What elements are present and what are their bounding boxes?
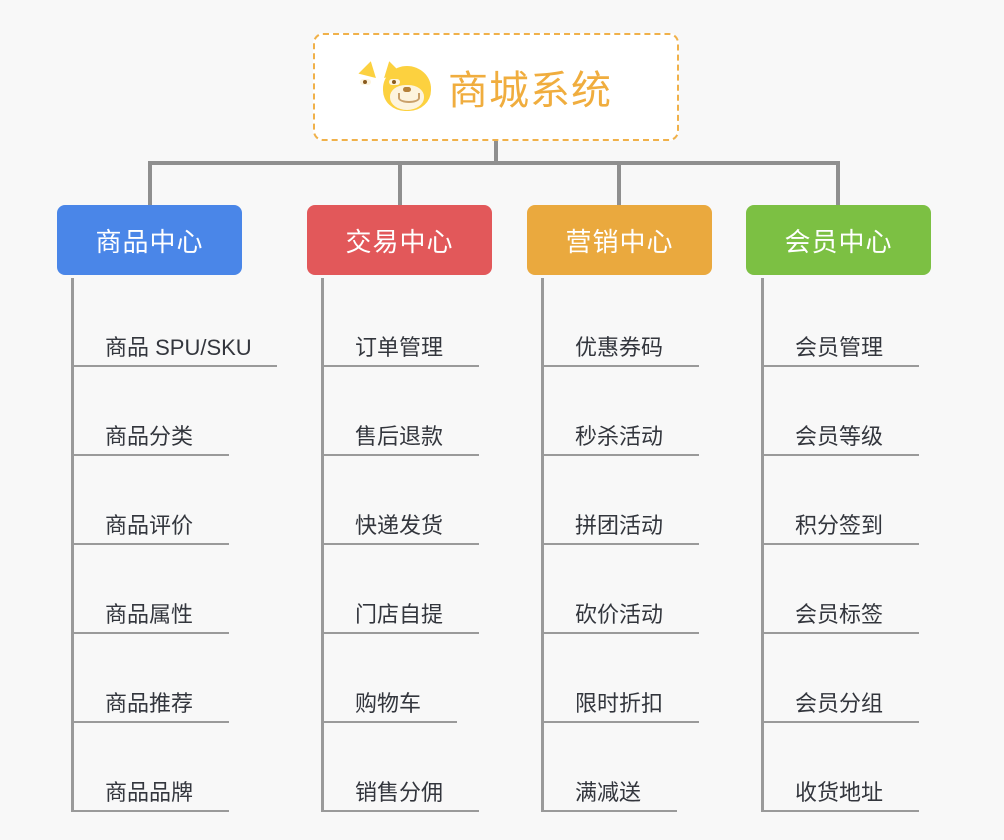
list-item[interactable]: 秒杀活动 xyxy=(541,367,721,456)
category-label: 会员中心 xyxy=(784,226,893,257)
branch-column-trade: 订单管理 售后退款 快递发货 门店自提 购物车 销售分佣 xyxy=(321,278,501,812)
list-item-label: 商品分类 xyxy=(105,423,194,449)
list-item-label: 门店自提 xyxy=(355,601,444,627)
category-label: 营销中心 xyxy=(565,226,674,257)
list-item-label: 满减送 xyxy=(575,779,642,805)
branch-trunk xyxy=(321,278,324,812)
branch-column-marketing: 优惠券码 秒杀活动 拼团活动 砍价活动 限时折扣 满减送 xyxy=(541,278,721,812)
list-item-label: 售后退款 xyxy=(355,423,444,449)
list-item[interactable]: 会员分组 xyxy=(761,634,941,723)
leaf-underline xyxy=(321,543,479,545)
list-item-label: 积分签到 xyxy=(795,512,884,538)
list-item[interactable]: 商品分类 xyxy=(71,367,281,456)
list-item-label: 商品品牌 xyxy=(105,779,194,805)
leaf-underline xyxy=(761,810,919,812)
list-item[interactable]: 限时折扣 xyxy=(541,634,721,723)
leaf-underline xyxy=(541,365,699,367)
list-item[interactable]: 订单管理 xyxy=(321,278,501,367)
list-item-label: 会员分组 xyxy=(795,690,884,716)
list-item-label: 商品推荐 xyxy=(105,690,194,716)
root-title: 商城系统 xyxy=(448,69,612,113)
list-item[interactable]: 购物车 xyxy=(321,634,501,723)
list-item-label: 购物车 xyxy=(355,690,422,716)
list-item-label: 限时折扣 xyxy=(575,690,664,716)
leaf-underline xyxy=(761,632,919,634)
branch-trunk xyxy=(541,278,544,812)
category-label: 交易中心 xyxy=(345,226,454,257)
list-item[interactable]: 优惠券码 xyxy=(541,278,721,367)
list-item[interactable]: 商品 SPU/SKU xyxy=(71,278,281,367)
list-item-label: 销售分佣 xyxy=(355,779,444,805)
branch-column-member: 会员管理 会员等级 积分签到 会员标签 会员分组 收货地址 xyxy=(761,278,941,812)
list-item-label: 会员等级 xyxy=(795,423,884,449)
category-label: 商品中心 xyxy=(95,226,204,257)
list-item-label: 订单管理 xyxy=(355,334,444,360)
list-item[interactable]: 商品品牌 xyxy=(71,723,281,812)
list-item[interactable]: 门店自提 xyxy=(321,545,501,634)
leaf-underline xyxy=(321,632,479,634)
leaf-underline xyxy=(71,632,229,634)
root-node[interactable]: 商城系统 xyxy=(313,33,679,141)
list-item-label: 砍价活动 xyxy=(575,601,664,627)
leaf-underline xyxy=(541,632,699,634)
leaf-underline xyxy=(321,365,479,367)
list-item-label: 商品评价 xyxy=(105,512,194,538)
leaf-underline xyxy=(71,365,277,367)
category-box-member[interactable]: 会员中心 xyxy=(746,205,931,275)
list-item[interactable]: 商品推荐 xyxy=(71,634,281,723)
leaf-underline xyxy=(761,454,919,456)
category-box-product[interactable]: 商品中心 xyxy=(57,205,242,275)
list-item-label: 秒杀活动 xyxy=(575,423,664,449)
category-box-trade[interactable]: 交易中心 xyxy=(307,205,492,275)
list-item[interactable]: 拼团活动 xyxy=(541,456,721,545)
branch-trunk xyxy=(71,278,74,812)
list-item[interactable]: 会员标签 xyxy=(761,545,941,634)
list-item[interactable]: 收货地址 xyxy=(761,723,941,812)
list-item[interactable]: 会员等级 xyxy=(761,367,941,456)
leaf-underline xyxy=(71,810,229,812)
leaf-underline xyxy=(321,454,479,456)
list-item-label: 商品属性 xyxy=(105,601,194,627)
leaf-underline xyxy=(321,721,457,723)
list-item[interactable]: 砍价活动 xyxy=(541,545,721,634)
leaf-underline xyxy=(71,454,229,456)
leaf-underline xyxy=(761,721,919,723)
leaf-underline xyxy=(761,365,919,367)
leaf-underline xyxy=(71,721,229,723)
branch-column-product: 商品 SPU/SKU 商品分类 商品评价 商品属性 商品推荐 商品品牌 xyxy=(71,278,281,812)
list-item-label: 拼团活动 xyxy=(575,512,664,538)
branch-trunk xyxy=(761,278,764,812)
leaf-underline xyxy=(541,454,699,456)
list-item[interactable]: 商品评价 xyxy=(71,456,281,545)
list-item[interactable]: 售后退款 xyxy=(321,367,501,456)
list-item[interactable]: 快递发货 xyxy=(321,456,501,545)
leaf-underline xyxy=(541,721,699,723)
list-item[interactable]: 销售分佣 xyxy=(321,723,501,812)
category-box-marketing[interactable]: 营销中心 xyxy=(527,205,712,275)
list-item-label: 商品 SPU/SKU xyxy=(105,334,252,360)
list-item[interactable]: 积分签到 xyxy=(761,456,941,545)
list-item-label: 优惠券码 xyxy=(575,334,664,360)
list-item[interactable]: 满减送 xyxy=(541,723,721,812)
list-item-label: 会员标签 xyxy=(795,601,884,627)
list-item-label: 会员管理 xyxy=(795,334,884,360)
leaf-underline xyxy=(541,810,677,812)
list-item-label: 快递发货 xyxy=(355,512,444,538)
list-item-label: 收货地址 xyxy=(795,779,884,805)
list-item[interactable]: 商品属性 xyxy=(71,545,281,634)
shiba-dog-face-icon xyxy=(358,59,434,114)
leaf-underline xyxy=(541,543,699,545)
leaf-underline xyxy=(761,543,919,545)
leaf-underline xyxy=(71,543,229,545)
leaf-underline xyxy=(321,810,479,812)
list-item[interactable]: 会员管理 xyxy=(761,278,941,367)
